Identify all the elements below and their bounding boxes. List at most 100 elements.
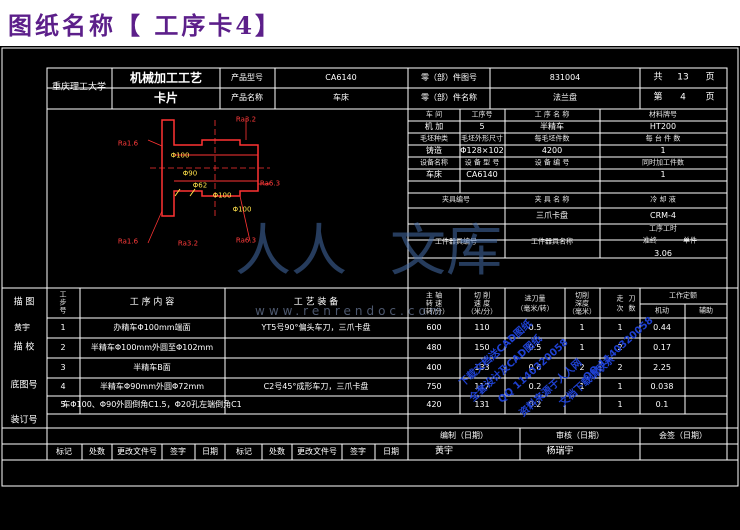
std-time-header: 工序工时 xyxy=(649,224,677,233)
step-cut-speed: 150 xyxy=(474,343,490,352)
total-pages: 13 xyxy=(677,72,689,83)
step-number: 5 xyxy=(60,400,66,409)
approve-label: 会签（日期） xyxy=(659,431,707,440)
part-no-label: 零（部）件图号 xyxy=(421,73,477,82)
depth-header: （毫米） xyxy=(568,307,596,316)
cut-speed-header: （米/分） xyxy=(466,307,498,316)
part-drawing xyxy=(147,118,270,244)
step-depth: 2 xyxy=(579,363,585,372)
step-passes: 1 xyxy=(617,382,623,391)
step-feed: 0.6 xyxy=(528,363,542,372)
pass-header: 次 xyxy=(616,304,624,313)
school-name: 重庆理工大学 xyxy=(51,82,107,93)
std-time-a: 准终 xyxy=(643,236,657,245)
step-content: 办精车Φ100mm端面 xyxy=(113,323,191,332)
step-content: 半精车Φ100mm外圆至Φ102mm xyxy=(90,343,214,352)
revision-column-header: 日期 xyxy=(202,447,218,456)
fixture-name-header: 夹 具 名 称 xyxy=(534,195,570,204)
step-equipment: C2号45°成形车刀，三爪卡盘 xyxy=(263,382,369,391)
material: HT200 xyxy=(649,122,677,131)
time-machine-header: 机动 xyxy=(655,306,669,315)
equip-model-header: 设 备 型 号 xyxy=(464,158,500,167)
pass-header: 走 xyxy=(616,294,624,303)
std-time-b: 单件 xyxy=(683,236,697,245)
cut-speed-header: 速 度 xyxy=(473,299,491,308)
parallel: 1 xyxy=(660,170,666,179)
roughness-label: Ra3.2 xyxy=(235,115,257,124)
step-rpm: 400 xyxy=(426,363,442,372)
page-unit: 页 xyxy=(705,72,715,83)
op-name: 半精车 xyxy=(540,122,564,131)
watermark-url: www.renrendoc.com xyxy=(255,304,446,318)
page-unit: 页 xyxy=(705,92,715,103)
step-rpm: 600 xyxy=(426,323,442,332)
revision-column-header: 日期 xyxy=(383,447,399,456)
step-machine-time: 0.1 xyxy=(655,400,669,409)
equip-name-header: 设备名称 xyxy=(420,158,448,167)
step-depth: 1 xyxy=(579,323,585,332)
op-no: 5 xyxy=(479,122,485,131)
design-label: 编制（日期） xyxy=(440,431,488,440)
feed-header: 进刀量 xyxy=(524,294,546,303)
parallel-header: 同时加工件数 xyxy=(642,158,684,167)
shop: 机 加 xyxy=(424,122,444,131)
roughness-label: Ra6.3 xyxy=(235,236,257,245)
blank-size-header: 毛坯外形尺寸 xyxy=(461,134,503,143)
step-number: 3 xyxy=(60,363,66,372)
step-header: 工 xyxy=(59,290,67,299)
step-machine-time: 0.038 xyxy=(650,382,674,391)
side-trace: 描 图 xyxy=(13,297,35,308)
product-name-label: 产品名称 xyxy=(231,93,263,102)
blank-type: 铸造 xyxy=(426,146,442,155)
revision-column-header: 标记 xyxy=(236,447,252,456)
per-unit: 1 xyxy=(660,146,666,155)
dimension-label: Φ90 xyxy=(182,169,198,178)
total-label: 共 xyxy=(653,72,663,83)
author: 黄宇 xyxy=(434,446,454,457)
roughness-label: Ra3.2 xyxy=(177,239,199,248)
card-title-line1: 机械加工工艺 xyxy=(129,71,203,85)
step-feed: 0.2 xyxy=(528,382,542,391)
equip-no-header: 设 备 编 号 xyxy=(534,158,570,167)
revision-column-header: 更改文件号 xyxy=(297,447,337,456)
step-passes: 1 xyxy=(617,323,623,332)
step-header: 号 xyxy=(59,306,67,315)
depth-header: 深度 xyxy=(575,299,589,308)
pass-header: 刀 xyxy=(628,294,636,303)
watermark-wen: 文库 xyxy=(390,219,502,284)
blank-count-header: 每毛坯件数 xyxy=(534,134,570,143)
fixture-name: 三爪卡盘 xyxy=(536,211,568,220)
step-rpm: 420 xyxy=(426,400,442,409)
depth-header: 切削 xyxy=(575,291,589,300)
step-content: 半精车B面 xyxy=(133,363,171,372)
fixture-no-header: 夹具编号 xyxy=(442,195,470,204)
step-feed: 0.5 xyxy=(528,343,542,352)
speed-header: 转 速 xyxy=(425,299,443,308)
revision-column-header: 更改文件号 xyxy=(117,447,157,456)
per-unit-header: 每 台 件 数 xyxy=(645,134,681,143)
reviewer: 杨瑞宇 xyxy=(546,446,574,457)
step-number: 4 xyxy=(60,382,66,391)
step-depth: 1 xyxy=(579,382,585,391)
step-number: 1 xyxy=(60,323,66,332)
dimension-label: Φ100 xyxy=(232,205,252,214)
revision-column-header: 签字 xyxy=(170,447,186,456)
side-binding-no: 装订号 xyxy=(10,415,38,426)
step-cut-speed: 133 xyxy=(474,363,490,372)
std-time: 3.06 xyxy=(654,249,672,258)
step-machine-time: 2.25 xyxy=(653,363,671,372)
step-header: 步 xyxy=(59,298,67,307)
revision-column-header: 签字 xyxy=(350,447,366,456)
dimension-label: Φ100 xyxy=(170,151,190,160)
side-tracer-name: 黄宇 xyxy=(14,323,30,332)
coolant: CRM-4 xyxy=(649,211,677,220)
roughness-label: Ra6.3 xyxy=(259,179,281,188)
review-label: 审核（日期） xyxy=(556,431,604,440)
shop-header: 车 间 xyxy=(425,110,443,119)
part-name-label: 零（部）件名称 xyxy=(421,93,477,102)
dimension-label: Φ100 xyxy=(212,191,232,200)
equipment-header: 工 艺 装 备 xyxy=(293,297,339,308)
time-aux-header: 辅助 xyxy=(699,306,713,315)
drawing-title: 图纸名称【 工序卡4】 xyxy=(8,11,283,40)
